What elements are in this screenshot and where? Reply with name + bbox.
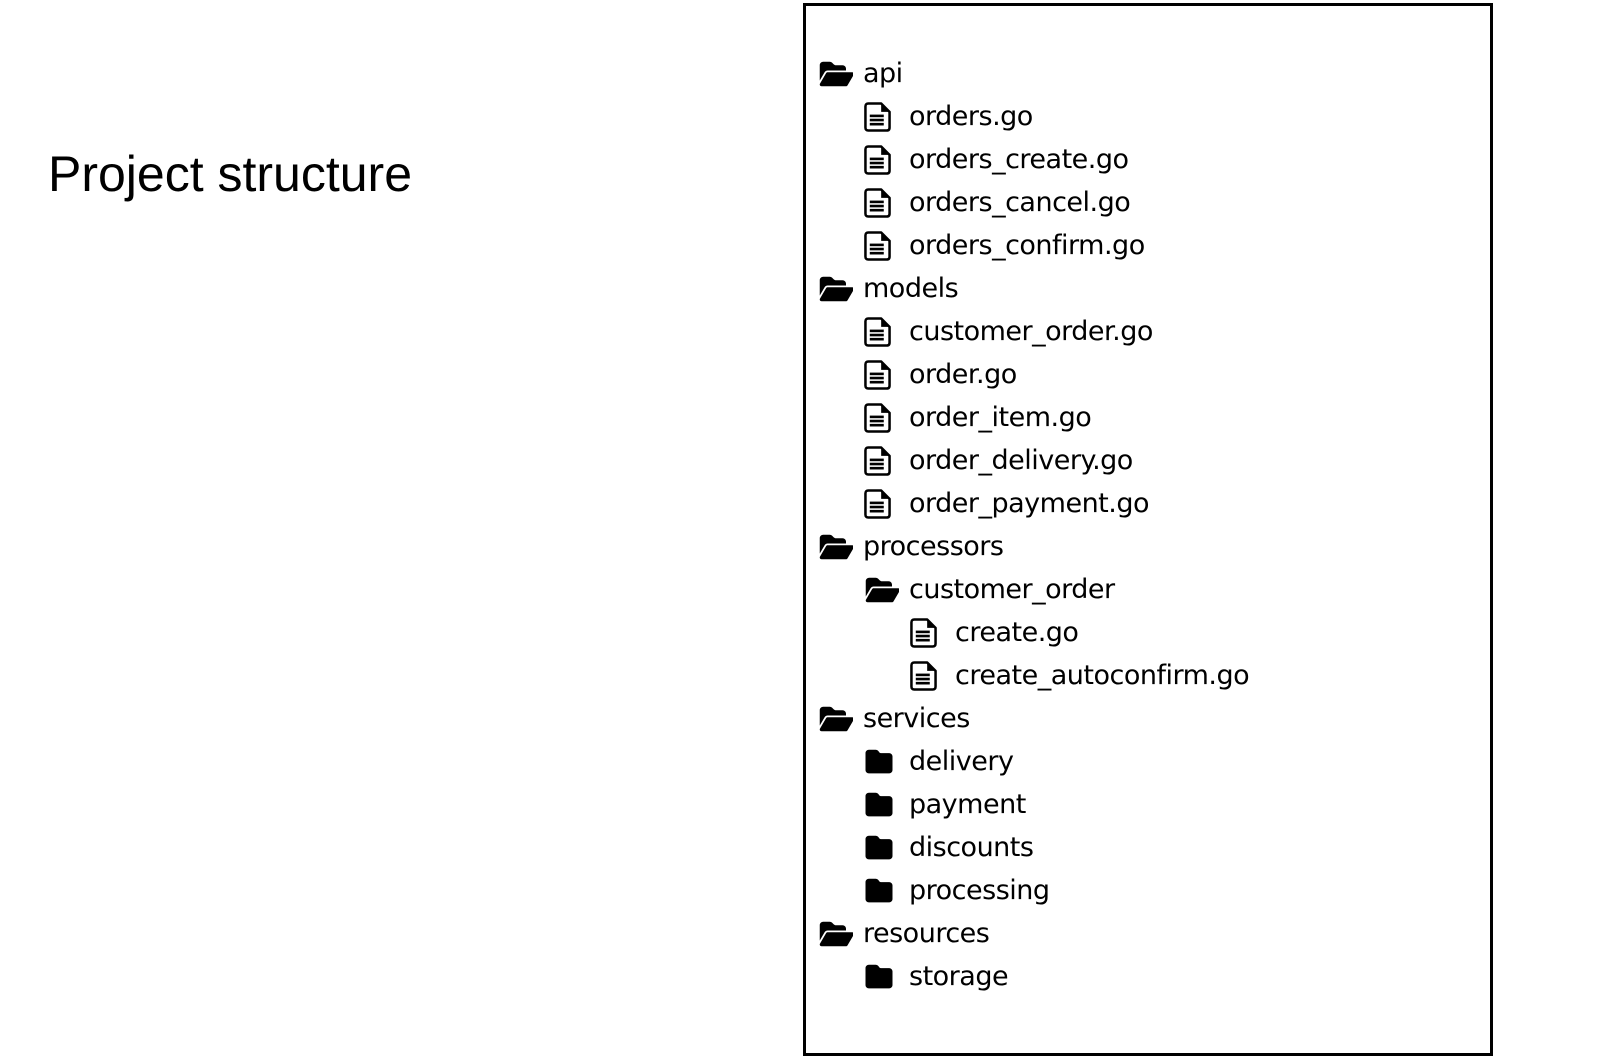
tree-item: services <box>806 697 1490 740</box>
tree-item: order_item.go <box>806 396 1490 439</box>
tree-item-label: storage <box>909 961 1009 992</box>
closed-folder-icon <box>864 874 899 908</box>
closed-folder-icon <box>864 788 899 822</box>
tree-item-label: customer_order <box>909 574 1115 605</box>
tree-item-label: orders.go <box>909 101 1033 132</box>
tree-item: customer_order <box>806 568 1490 611</box>
file-icon <box>864 444 899 478</box>
tree-item-label: models <box>863 273 959 304</box>
tree-item: order_payment.go <box>806 482 1490 525</box>
open-folder-icon <box>864 573 899 607</box>
tree-item: orders_confirm.go <box>806 224 1490 267</box>
file-icon <box>864 487 899 521</box>
tree-item: payment <box>806 783 1490 826</box>
file-icon <box>864 401 899 435</box>
tree-item: resources <box>806 912 1490 955</box>
file-icon <box>910 616 945 650</box>
tree-item-label: delivery <box>909 746 1014 777</box>
open-folder-icon <box>818 917 853 951</box>
tree-item: models <box>806 267 1490 310</box>
file-icon <box>910 659 945 693</box>
tree-item-label: services <box>863 703 970 734</box>
open-folder-icon <box>818 702 853 736</box>
tree-item: create_autoconfirm.go <box>806 654 1490 697</box>
tree-item-label: payment <box>909 789 1026 820</box>
open-folder-icon <box>818 530 853 564</box>
tree-item-label: order_delivery.go <box>909 445 1133 476</box>
tree-item: order.go <box>806 353 1490 396</box>
file-icon <box>864 100 899 134</box>
closed-folder-icon <box>864 745 899 779</box>
file-icon <box>864 229 899 263</box>
tree-item-label: orders_confirm.go <box>909 230 1145 261</box>
tree-item: create.go <box>806 611 1490 654</box>
file-icon <box>864 315 899 349</box>
tree-item: order_delivery.go <box>806 439 1490 482</box>
closed-folder-icon <box>864 831 899 865</box>
tree-item: customer_order.go <box>806 310 1490 353</box>
tree-item-label: customer_order.go <box>909 316 1153 347</box>
tree-item: storage <box>806 955 1490 998</box>
tree-item-label: order.go <box>909 359 1017 390</box>
tree-item-label: processors <box>863 531 1004 562</box>
tree-item-label: resources <box>863 918 990 949</box>
tree-item-label: create_autoconfirm.go <box>955 660 1250 691</box>
tree-item-label: processing <box>909 875 1050 906</box>
tree-item: orders.go <box>806 95 1490 138</box>
file-icon <box>864 358 899 392</box>
tree-item: api <box>806 52 1490 95</box>
tree-item-label: api <box>863 58 903 89</box>
tree-item: processing <box>806 869 1490 912</box>
open-folder-icon <box>818 272 853 306</box>
page-title: Project structure <box>48 146 413 202</box>
tree-item-label: orders_cancel.go <box>909 187 1131 218</box>
closed-folder-icon <box>864 960 899 994</box>
tree-item-label: orders_create.go <box>909 144 1129 175</box>
tree-item: orders_cancel.go <box>806 181 1490 224</box>
open-folder-icon <box>818 57 853 91</box>
file-icon <box>864 143 899 177</box>
file-icon <box>864 186 899 220</box>
tree-item: orders_create.go <box>806 138 1490 181</box>
tree-item: discounts <box>806 826 1490 869</box>
tree-item-label: discounts <box>909 832 1034 863</box>
tree-item-label: order_item.go <box>909 402 1092 433</box>
tree-item: processors <box>806 525 1490 568</box>
tree-item: delivery <box>806 740 1490 783</box>
tree-item-label: create.go <box>955 617 1079 648</box>
tree-item-label: order_payment.go <box>909 488 1150 519</box>
